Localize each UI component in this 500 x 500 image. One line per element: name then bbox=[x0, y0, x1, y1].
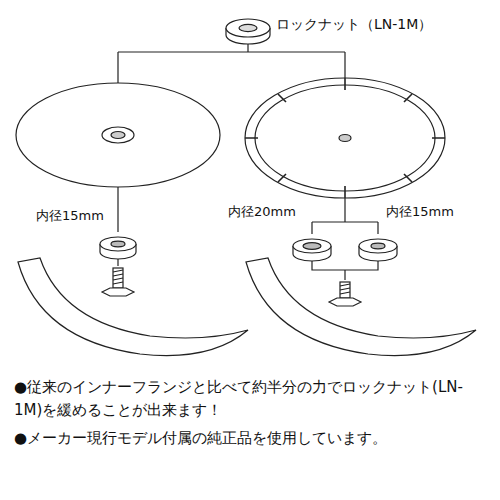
wheel-guard bbox=[246, 258, 476, 356]
feature-note: ●従来のインナーフランジと比べて約半分の力でロックナット(LN-1M)を緩めるこ… bbox=[14, 376, 486, 423]
part-name: ロックナット（LN-1M） bbox=[276, 16, 432, 33]
wheel-guard bbox=[18, 258, 248, 356]
inner-flange bbox=[100, 237, 136, 259]
grinding-disc bbox=[16, 83, 220, 187]
lock-nut bbox=[226, 19, 270, 44]
inner-flange bbox=[293, 239, 397, 261]
dimension-label: 内径15mm bbox=[386, 204, 454, 220]
dimension-label: 内径15mm bbox=[36, 208, 104, 224]
feature-note: ●メーカー現行モデル付属の純正品を使用しています。 bbox=[14, 427, 486, 450]
dimension-label: 内径20mm bbox=[228, 204, 296, 220]
diamond-blade bbox=[245, 78, 445, 198]
